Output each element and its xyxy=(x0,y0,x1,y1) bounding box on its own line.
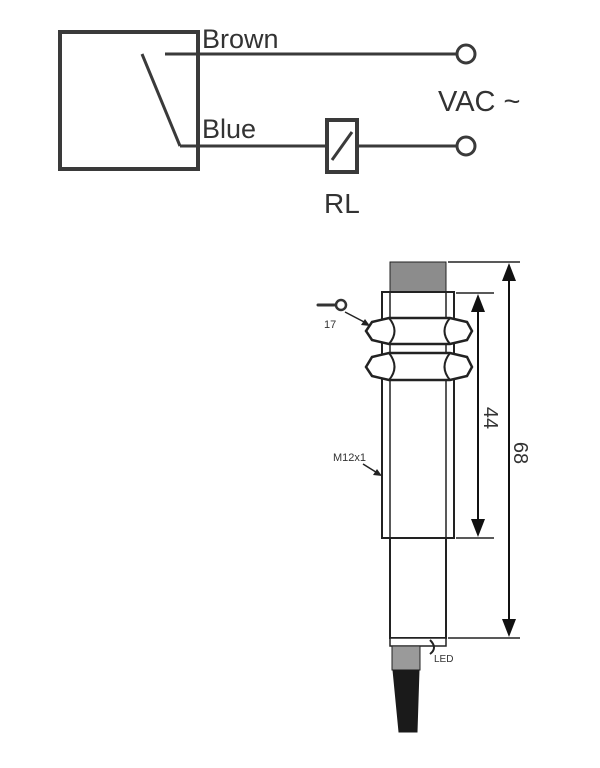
upper-nut xyxy=(364,316,474,346)
wrench-size-label: 17 xyxy=(324,319,336,331)
load-label: RL xyxy=(324,188,360,219)
dim-44-arrow-top xyxy=(471,294,485,312)
brown-terminal[interactable] xyxy=(455,43,477,65)
body-length-label: 68 xyxy=(509,442,531,464)
dim-44-arrow-bottom xyxy=(471,519,485,537)
wrench-icon xyxy=(316,298,348,312)
lower-nut-facets xyxy=(388,352,451,381)
thread-label: M12x1 xyxy=(333,452,366,464)
blue-terminal[interactable] xyxy=(455,135,477,157)
sensor-drawing: 17 M12x1 LED 44 68 xyxy=(316,261,531,733)
connector-neck xyxy=(389,637,447,647)
led-indicator xyxy=(429,639,435,655)
sensing-cap xyxy=(389,261,447,293)
cable xyxy=(392,669,420,733)
switch-contact xyxy=(140,53,182,147)
blue-label: Blue xyxy=(202,114,256,144)
thread-arrowhead xyxy=(373,469,382,476)
thread-length-label: 44 xyxy=(479,407,501,429)
cable-gland xyxy=(391,645,421,671)
relay-slash xyxy=(330,131,354,161)
wrench-arrowhead xyxy=(361,319,370,326)
upper-nut-facets xyxy=(388,317,451,345)
supply-label: VAC ~ xyxy=(438,86,520,118)
lower-nut xyxy=(364,351,474,382)
dim-68-arrow-bottom xyxy=(502,619,516,637)
sensor-body xyxy=(389,537,447,639)
brown-label: Brown xyxy=(202,24,279,54)
dim-68-arrow-top xyxy=(502,263,516,281)
led-label: LED xyxy=(434,654,453,665)
wiring-schematic: Brown Blue VAC ~ RL xyxy=(58,24,520,219)
